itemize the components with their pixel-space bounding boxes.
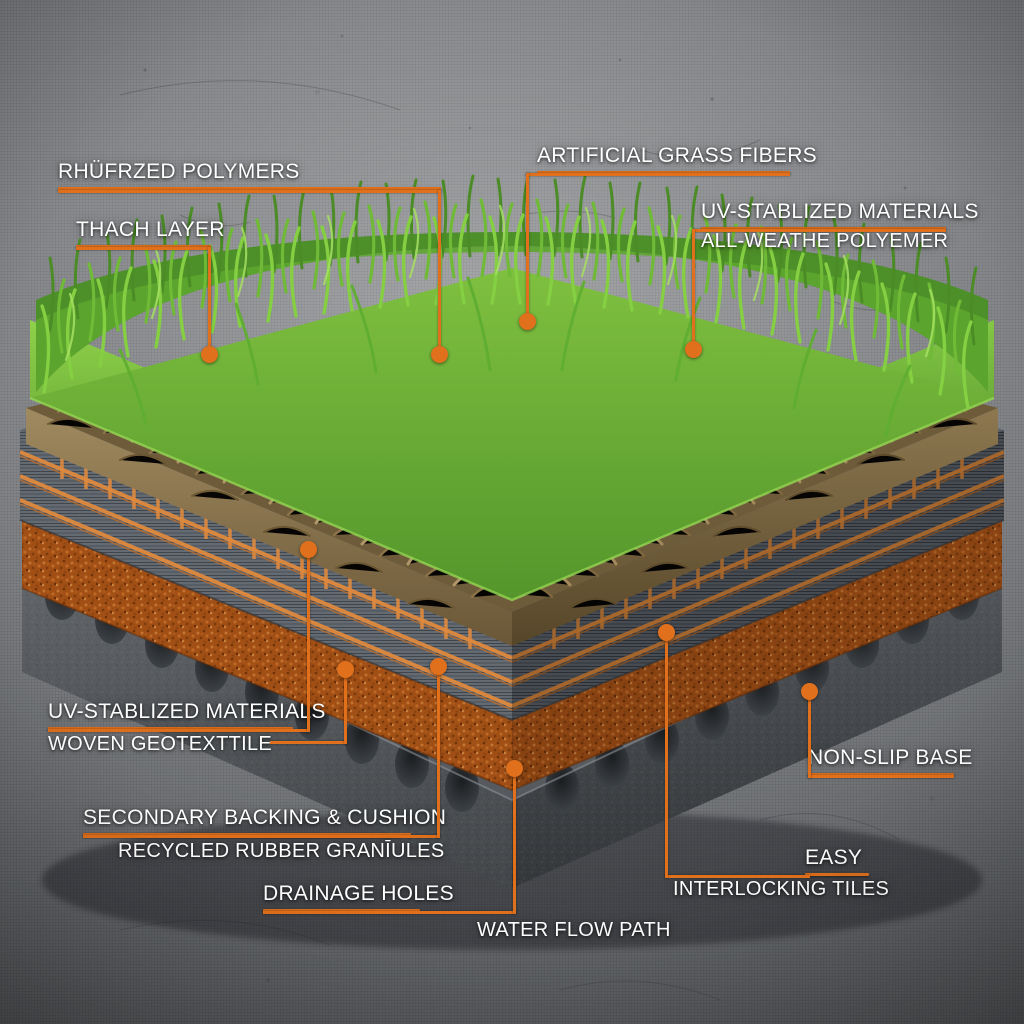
- leader-dot-secondary-backing-cushion: [430, 658, 447, 675]
- leader-v-thatch-layer: [208, 247, 211, 357]
- callout-woven-geotexttile[interactable]: WOVEN GEOTEXTTILE: [48, 733, 272, 755]
- callout-label-woven-geotexttile: WOVEN GEOTEXTTILE: [48, 733, 273, 755]
- callout-rule-easy: [805, 872, 869, 876]
- leader-v-secondary-backing-cushion: [437, 665, 440, 838]
- leader-h-thatch-layer: [76, 247, 211, 250]
- leader-h-artificial-grass-fibers: [526, 173, 790, 176]
- callout-uv-stablized-materials-bottom[interactable]: UV-STABLIZED MATERIALS: [48, 700, 326, 730]
- leader-dot-rubberized-polymers: [431, 346, 448, 363]
- callout-interlocking-tiles[interactable]: INTERLOCKING TILES: [673, 878, 889, 900]
- callout-label-uv-stablized-materials-top: UV-STABLIZED MATERIALS: [701, 200, 979, 223]
- leader-dot-artificial-grass-fibers: [519, 313, 536, 330]
- leader-v-woven-geotexttile: [344, 668, 347, 744]
- callout-label-artificial-grass-fibers: ARTIFICIAL GRASS FIBERS: [537, 144, 817, 167]
- callout-label-thatch-layer: THACH LAYER: [76, 218, 225, 241]
- callout-label-secondary-backing-cushion: SECONDARY BACKING & CUSHION: [83, 806, 447, 829]
- leader-v-drainage-holes: [513, 767, 516, 914]
- callout-label-rubberized-polymers: RHÜFRZED POLYMERS: [58, 160, 300, 183]
- callout-non-slip-base[interactable]: NON-SLIP BASE: [808, 746, 973, 776]
- callout-label-drainage-holes: DRAINAGE HOLES: [263, 882, 454, 905]
- leader-dot-non-slip-base: [801, 683, 818, 700]
- leader-dot-interlocking-tiles: [658, 624, 675, 641]
- callout-secondary-backing-cushion[interactable]: SECONDARY BACKING & CUSHION: [83, 806, 446, 836]
- leader-h-non-slip-base: [808, 775, 954, 778]
- callout-water-flow-path[interactable]: WATER FLOW PATH: [477, 919, 671, 941]
- leader-v-rubberized-polymers: [438, 190, 441, 358]
- leader-dot-uv-stablized-materials-bottom: [300, 541, 317, 558]
- callout-artificial-grass-fibers[interactable]: ARTIFICIAL GRASS FIBERS: [537, 144, 817, 174]
- leader-h-secondary-backing-cushion: [83, 835, 440, 838]
- callout-uv-stablized-materials-top[interactable]: UV-STABLIZED MATERIALS: [701, 200, 979, 230]
- leader-h-uv-stablized-materials-top: [692, 229, 946, 232]
- leader-dot-woven-geotexttile: [337, 661, 354, 678]
- leader-h-woven-geotexttile: [270, 741, 347, 744]
- leader-v-uv-stablized-materials-bottom: [307, 548, 310, 732]
- leader-v-uv-stablized-materials-top: [692, 229, 695, 351]
- leader-v-artificial-grass-fibers: [526, 173, 529, 323]
- callout-thatch-layer[interactable]: THACH LAYER: [76, 218, 225, 248]
- callout-drainage-holes[interactable]: DRAINAGE HOLES: [263, 882, 454, 912]
- leader-v-non-slip-base: [808, 690, 811, 778]
- callout-easy[interactable]: EASY: [805, 846, 869, 876]
- callout-label-recycled-rubber-granules: RECYCLED RUBBER GRANĪULES: [118, 840, 445, 862]
- callout-label-all-weathe-polyemer: ALL-WEATHE POLYEMER: [701, 230, 949, 252]
- leader-h-interlocking-tiles: [665, 875, 810, 878]
- leader-v-interlocking-tiles: [665, 631, 668, 878]
- callout-label-water-flow-path: WATER FLOW PATH: [477, 919, 671, 941]
- callout-label-uv-stablized-materials-bottom: UV-STABLIZED MATERIALS: [48, 700, 326, 723]
- callout-rubberized-polymers[interactable]: RHÜFRZED POLYMERS: [58, 160, 441, 190]
- leader-h-drainage-holes: [263, 911, 516, 914]
- callout-label-interlocking-tiles: INTERLOCKING TILES: [673, 878, 890, 900]
- leader-dot-uv-stablized-materials-top: [685, 341, 702, 358]
- leader-dot-thatch-layer: [201, 346, 218, 363]
- callout-label-easy: EASY: [805, 846, 863, 869]
- callout-all-weathe-polyemer[interactable]: ALL-WEATHE POLYEMER: [701, 230, 948, 252]
- leader-h-uv-stablized-materials-bottom: [48, 729, 310, 732]
- callout-label-non-slip-base: NON-SLIP BASE: [808, 746, 973, 769]
- leader-dot-drainage-holes: [506, 760, 523, 777]
- leader-h-rubberized-polymers: [58, 190, 441, 193]
- callout-recycled-rubber-granules[interactable]: RECYCLED RUBBER GRANĪULES: [118, 840, 444, 862]
